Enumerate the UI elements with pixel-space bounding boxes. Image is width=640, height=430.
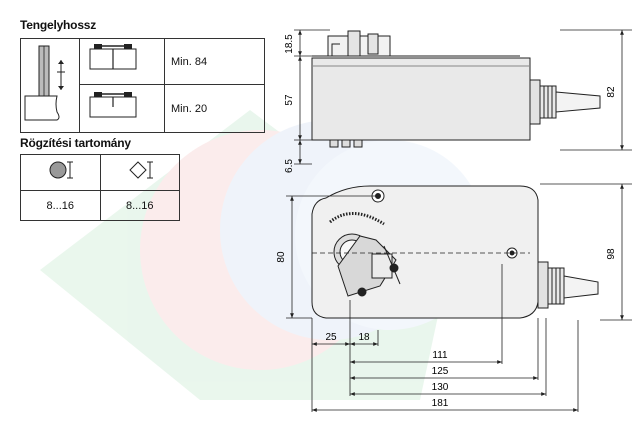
dim-18-5: 18.5 xyxy=(284,34,295,54)
shaft-drawing-cell xyxy=(20,38,80,133)
side-view xyxy=(311,30,601,148)
dim-125: 125 xyxy=(432,366,449,377)
clamping-range-heading: Rögzítési tartomány xyxy=(20,136,131,150)
dim-6-5: 6.5 xyxy=(284,159,295,173)
front-view-dimensions xyxy=(286,183,632,412)
round-shaft-range: 8...16 xyxy=(20,190,101,221)
dim-98: 98 xyxy=(606,248,617,260)
square-shaft-cell xyxy=(99,154,180,191)
clamp-long-icon xyxy=(89,44,137,70)
front-view xyxy=(311,185,599,319)
clamping-range-table: 8...16 8...16 xyxy=(20,154,180,221)
dim-181: 181 xyxy=(432,398,449,409)
dim-80: 80 xyxy=(276,251,287,263)
dim-25: 25 xyxy=(325,332,337,343)
side-view-dimensions xyxy=(294,29,632,165)
dim-82: 82 xyxy=(606,86,617,98)
clamp-short-icon xyxy=(89,92,137,118)
round-shaft-cell xyxy=(20,154,101,191)
round-shaft-icon xyxy=(49,161,74,179)
shaft-length-min-20: Min. 20 xyxy=(171,102,208,115)
square-shaft-icon xyxy=(129,161,153,179)
shaft-length-row-2: Min. 20 xyxy=(164,84,265,133)
dim-18: 18 xyxy=(358,332,370,343)
square-shaft-range: 8...16 xyxy=(99,190,180,221)
dim-130: 130 xyxy=(432,382,449,393)
shaft-length-heading: Tengelyhossz xyxy=(20,18,97,32)
dim-111: 111 xyxy=(432,350,448,361)
shaft-length-min-84: Min. 84 xyxy=(171,55,208,68)
shaft-length-icon xyxy=(24,45,65,121)
shaft-length-table: Min. 84 Min. 20 xyxy=(20,38,265,133)
dim-57: 57 xyxy=(284,94,295,106)
